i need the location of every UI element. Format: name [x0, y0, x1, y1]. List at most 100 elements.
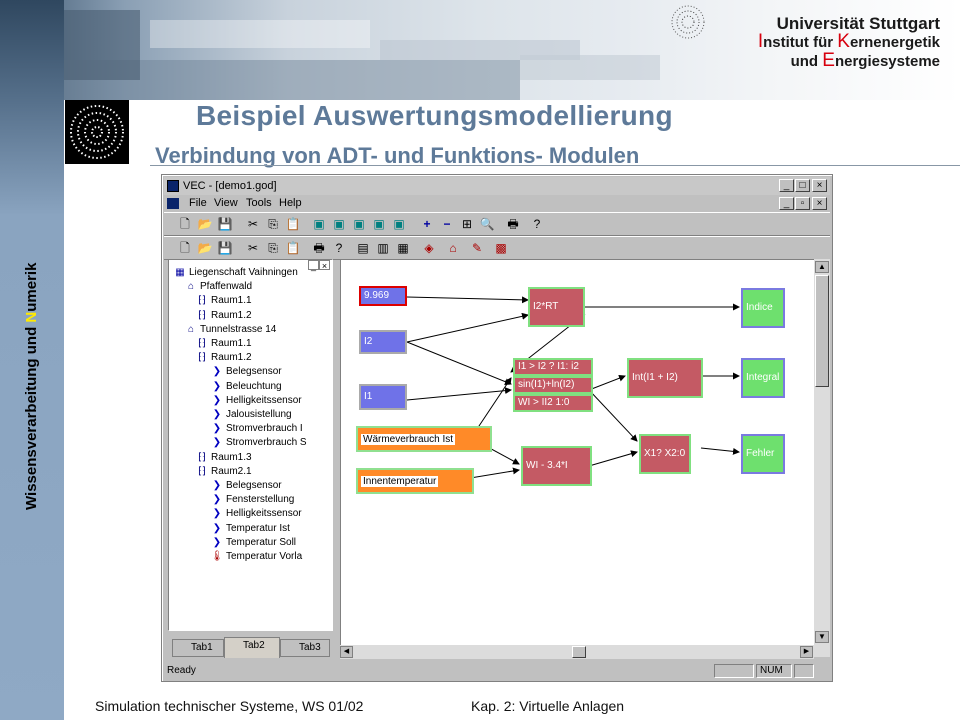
- tab-3[interactable]: Tab3: [280, 639, 330, 657]
- module-5-icon[interactable]: ▣: [393, 217, 405, 231]
- tree-minimize-button[interactable]: _: [308, 260, 319, 271]
- print-2-icon[interactable]: 🖶: [313, 241, 325, 255]
- help-2-icon[interactable]: ?: [335, 241, 343, 255]
- scroll-up-arrow-icon[interactable]: ▲: [815, 261, 829, 273]
- tree-item[interactable]: ❯Jalousistellung: [210, 408, 292, 422]
- mdi-close-button[interactable]: ×: [812, 197, 827, 210]
- function-node-x1[interactable]: X1? X2:0: [639, 434, 691, 474]
- input-node-waermeverbrauch[interactable]: Wärmeverbrauch Ist: [356, 426, 492, 452]
- function-node-compare[interactable]: WI > II2 1:0: [513, 394, 593, 412]
- function-node-int[interactable]: Int(I1 + I2): [627, 358, 703, 398]
- house-icon: ⌂: [187, 281, 195, 293]
- menu-help[interactable]: Help: [279, 197, 302, 209]
- vertical-scroll-thumb[interactable]: [815, 275, 829, 387]
- help-icon[interactable]: ?: [533, 217, 541, 231]
- horizontal-scrollbar[interactable]: ◀ ▶: [340, 645, 814, 659]
- function-node-wi[interactable]: WI - 3.4*I: [521, 446, 592, 486]
- view-2-icon[interactable]: ▥: [377, 241, 389, 255]
- scroll-down-arrow-icon[interactable]: ▼: [815, 631, 829, 643]
- view-3-icon[interactable]: ▦: [397, 241, 409, 255]
- cut-icon[interactable]: ✂: [247, 217, 259, 231]
- save-2-icon[interactable]: 💾: [217, 241, 233, 255]
- open-2-icon[interactable]: 📂: [197, 241, 213, 255]
- tree-item[interactable]: ❯Beleuchtung: [210, 380, 282, 394]
- new-icon[interactable]: 🗋: [180, 217, 190, 231]
- room-icon: ⁅⁆: [198, 309, 206, 321]
- tree-item[interactable]: ❯Belegsensor: [210, 365, 282, 379]
- tree-item[interactable]: ⁅⁆Raum2.1: [195, 465, 251, 479]
- tree-close-button[interactable]: ×: [319, 260, 330, 271]
- cut-2-icon[interactable]: ✂: [247, 241, 259, 255]
- tree-item[interactable]: ⁅⁆Raum1.2: [195, 351, 251, 365]
- tree-item[interactable]: ❯Fensterstellung: [210, 493, 295, 507]
- fit-icon[interactable]: ⊞: [461, 217, 473, 231]
- module-1-icon[interactable]: ▣: [313, 217, 325, 231]
- tree-item-label: Raum1.1: [211, 338, 252, 349]
- tree-item[interactable]: ⁅⁆Raum1.3: [195, 451, 251, 465]
- menu-file[interactable]: File: [189, 197, 207, 209]
- input-node-i1[interactable]: I1: [359, 384, 407, 410]
- tab-1[interactable]: Tab1: [172, 639, 224, 657]
- tree-item[interactable]: ⌂Pfaffenwald: [184, 280, 252, 294]
- view-1-icon[interactable]: ▤: [357, 241, 369, 255]
- copy-icon[interactable]: ⎘: [268, 217, 278, 231]
- module-3-icon[interactable]: ▣: [353, 217, 365, 231]
- tree-item[interactable]: ▦Liegenschaft Vaihningen: [173, 266, 298, 280]
- menu-tools[interactable]: Tools: [246, 197, 272, 209]
- tree-view: _× ▦Liegenschaft Vaihningen⌂Pfaffenwald⁅…: [168, 259, 333, 631]
- output-node-indice[interactable]: Indice: [741, 288, 785, 328]
- module-2-icon[interactable]: ▣: [333, 217, 345, 231]
- save-icon[interactable]: 💾: [217, 217, 233, 231]
- window-titlebar[interactable]: VEC - [demo1.god] _ □ ×: [164, 177, 830, 195]
- tree-item[interactable]: ❯Stromverbrauch I: [210, 422, 303, 436]
- print-icon[interactable]: 🖶: [507, 217, 519, 231]
- zoom-icon[interactable]: 🔍: [479, 217, 495, 231]
- graph-icon[interactable]: ◈: [424, 241, 434, 255]
- model-canvas[interactable]: 9.969 I2 I1 Wärmeverbrauch Ist Innentemp…: [340, 259, 830, 657]
- house-tool-icon[interactable]: ⌂: [449, 241, 457, 255]
- minimize-button[interactable]: _: [779, 179, 794, 192]
- tree-item[interactable]: ❯Temperatur Ist: [210, 522, 290, 536]
- horizontal-scroll-thumb[interactable]: [572, 646, 586, 658]
- footer-course: Simulation technischer Systeme, WS 01/02: [95, 698, 364, 714]
- output-node-integral[interactable]: Integral: [741, 358, 785, 398]
- tree-item[interactable]: ❯Temperatur Soll: [210, 536, 296, 550]
- tree-item[interactable]: ⁅⁆Raum1.1: [195, 337, 252, 351]
- close-button[interactable]: ×: [812, 179, 827, 192]
- tree-item[interactable]: ❯Helligkeitssensor: [210, 394, 302, 408]
- tree-item[interactable]: ❯Stromverbrauch S: [210, 436, 307, 450]
- input-node-9969[interactable]: 9.969: [359, 286, 407, 306]
- vertical-scrollbar[interactable]: ▲ ▼: [814, 259, 830, 657]
- maximize-button[interactable]: □: [795, 179, 810, 192]
- tree-item[interactable]: 🌡Temperatur Vorla: [210, 550, 303, 564]
- tree-item[interactable]: ❯Belegsensor: [210, 479, 282, 493]
- output-node-fehler[interactable]: Fehler: [741, 434, 785, 474]
- tree-item[interactable]: ⁅⁆Raum1.1: [195, 294, 251, 308]
- open-icon[interactable]: 📂: [197, 217, 213, 231]
- tree-item[interactable]: ⌂Tunnelstrasse 14: [184, 323, 276, 337]
- scroll-left-arrow-icon[interactable]: ◀: [340, 646, 353, 658]
- copy-2-icon[interactable]: ⎘: [268, 241, 278, 255]
- paste-2-icon[interactable]: 📋: [285, 241, 301, 255]
- connect-icon[interactable]: ✎: [471, 241, 483, 255]
- mdi-minimize-button[interactable]: _: [779, 197, 794, 210]
- status-pane: [714, 664, 754, 678]
- tree-item[interactable]: ⁅⁆Raum1.2: [195, 309, 251, 323]
- module-4-icon[interactable]: ▣: [373, 217, 385, 231]
- function-node-sin[interactable]: sin(I1)+ln(I2): [513, 376, 593, 394]
- tree-item-label: Temperatur Ist: [226, 522, 290, 534]
- scroll-right-arrow-icon[interactable]: ▶: [800, 646, 813, 658]
- tab-2[interactable]: Tab2: [224, 637, 280, 658]
- zoom-in-icon[interactable]: +: [423, 217, 431, 231]
- function-node-max[interactable]: I1 > I2 ? I1: i2: [513, 358, 593, 376]
- new-2-icon[interactable]: 🗋: [180, 241, 190, 255]
- calendar-icon[interactable]: ▩: [495, 241, 507, 255]
- input-node-innentemperatur[interactable]: Innentemperatur: [356, 468, 474, 494]
- tree-item[interactable]: ❯Helligkeitssensor: [210, 507, 302, 521]
- menu-view[interactable]: View: [214, 197, 238, 209]
- input-node-i2[interactable]: I2: [359, 330, 407, 354]
- zoom-out-icon[interactable]: −: [443, 217, 451, 231]
- function-node-i2rt[interactable]: I2*RT: [528, 287, 585, 327]
- paste-icon[interactable]: 📋: [285, 217, 301, 231]
- mdi-restore-button[interactable]: ▫: [795, 197, 810, 210]
